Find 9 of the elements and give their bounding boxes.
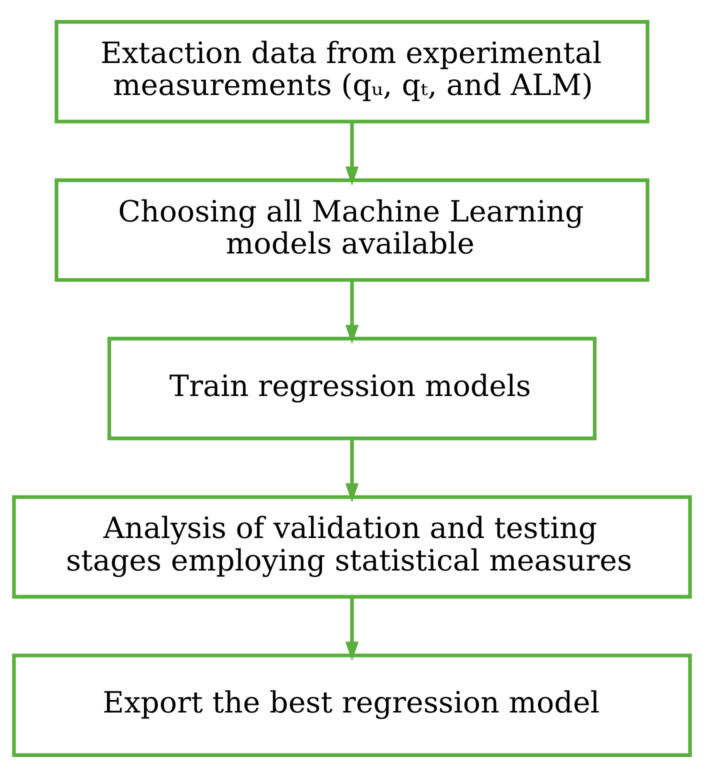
arrow: [345, 438, 359, 502]
node-box: Train regression models: [107, 336, 597, 440]
node-box: Extaction data from experimental measurements (qᵤ, qₜ, and ALM): [54, 20, 650, 123]
arrow: [345, 121, 359, 186]
node-box: Export the best regression model: [12, 653, 692, 756]
arrow: [345, 280, 359, 344]
node-box: Choosing all Machine Learning models available: [54, 178, 650, 282]
arrow: [345, 596, 359, 660]
node-box: Analysis of validation and testing stages employing statistical measures: [12, 494, 692, 598]
